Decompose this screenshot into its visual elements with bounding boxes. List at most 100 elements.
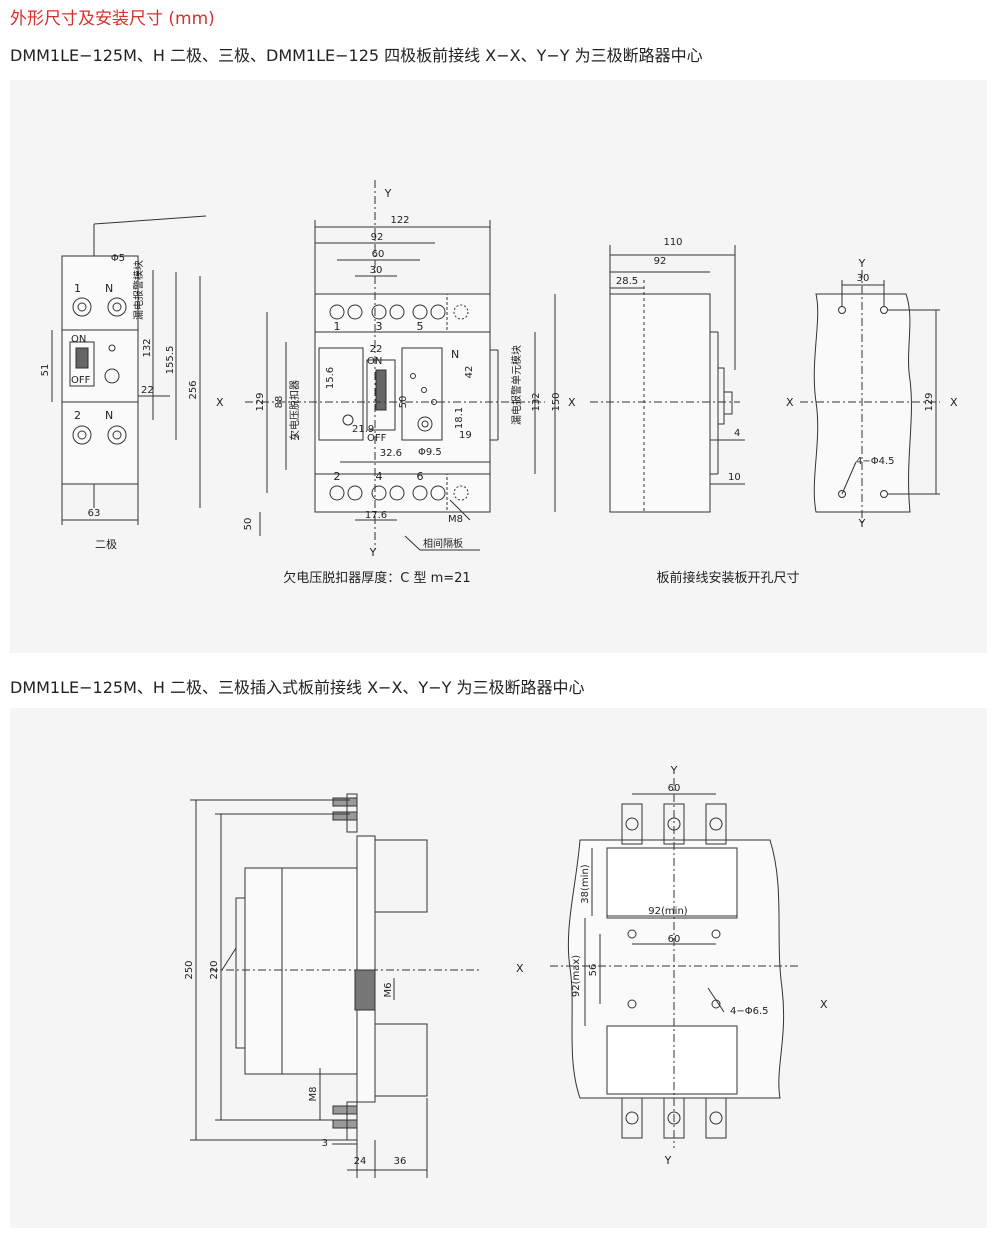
diagram-panel-2: 250 220 M6 M8 3 24 36 Y 60 38(min) 92(mi… — [10, 708, 987, 1228]
dim-56: 56 — [588, 964, 599, 977]
dim-22-front: 22 — [370, 344, 383, 355]
dim-10: 10 — [728, 472, 741, 483]
terminal-1: 1 — [334, 320, 341, 333]
dim-88: 88 — [274, 396, 285, 409]
dim-22: 22 — [141, 385, 154, 396]
diagram-panel-1: Φ5 1 N 2 N ON OFF 漏电报警模块 51 132 155.5 25… — [10, 80, 987, 653]
panel2-drawing: 250 220 M6 M8 3 24 36 Y 60 38(min) 92(mi… — [184, 764, 828, 1178]
front-view — [245, 180, 556, 551]
cutout-view — [800, 270, 940, 525]
dim-155-5: 155.5 — [165, 346, 176, 375]
leak-unit-label: 漏电报警单元模块 — [510, 345, 523, 425]
on-label: ON — [71, 334, 86, 345]
dim-36: 36 — [394, 1156, 407, 1167]
terminal-3: 3 — [376, 320, 383, 333]
dim-32-6: 32.6 — [380, 448, 402, 459]
dim-92-side: 92 — [654, 256, 667, 267]
dim-24: 24 — [354, 1156, 367, 1167]
plugin-cutout-view — [550, 778, 800, 1148]
dim-phi9-5: Φ9.5 — [418, 447, 442, 458]
dim-50-bottom: 50 — [243, 518, 254, 531]
barrier-label: 相间隔板 — [423, 537, 463, 550]
section2-caption: DMM1LE−125M、H 二极、三极插入式板前接线 X−X、Y−Y 为三极断路… — [10, 678, 585, 697]
plugin-X-right: X — [820, 998, 828, 1011]
dim-4-phi4-5: 4−Φ4.5 — [856, 456, 895, 467]
front-Y-bottom: Y — [369, 546, 377, 559]
dim-m: m — [290, 432, 300, 443]
dim-phi5: Φ5 — [111, 253, 125, 264]
dim-122: 122 — [390, 215, 409, 226]
terminal-2: 2 — [334, 470, 341, 483]
plugin-Y-top: Y — [670, 764, 678, 777]
side-X-label: X — [568, 396, 576, 409]
cutout-X-right: X — [950, 396, 958, 409]
front-N-label: N — [451, 348, 459, 361]
dim-3: 3 — [322, 1138, 328, 1149]
plugin-top-terminals — [621, 803, 727, 845]
dim-M6: M6 — [383, 983, 394, 998]
dim-38-min: 38(min) — [580, 864, 591, 903]
bottom-terminals — [329, 485, 469, 501]
section1-caption: DMM1LE−125M、H 二极、三极、DMM1LE−125 四极板前接线 X−… — [10, 46, 703, 65]
cutout-Y-top: Y — [858, 257, 866, 270]
dim-51: 51 — [40, 364, 51, 377]
top-terminals — [329, 304, 469, 320]
plugin-X-left: X — [516, 962, 524, 975]
terminal-6: 6 — [417, 470, 424, 483]
two-pole-caption: 二极 — [95, 537, 117, 551]
dim-30-cutout: 30 — [857, 273, 870, 284]
leak-module-label: 漏电报警模块 — [132, 260, 145, 320]
dim-132-front: 132 — [531, 392, 542, 411]
plugin-Y-bottom: Y — [664, 1154, 672, 1167]
page-title: 外形尺寸及安装尺寸 (mm) — [10, 9, 215, 29]
dim-60: 60 — [372, 249, 385, 260]
dim-132: 132 — [142, 338, 153, 357]
terminal-4: 4 — [376, 470, 383, 483]
panel1-drawing: Φ5 1 N 2 N ON OFF 漏电报警模块 51 132 155.5 25… — [40, 180, 958, 586]
terminal-N-top-label: N — [105, 282, 113, 295]
front-X-label: X — [216, 396, 224, 409]
two-pole-handle-window — [69, 341, 95, 387]
dim-19: 19 — [459, 430, 472, 441]
dim-250: 250 — [184, 960, 195, 979]
terminal-N-bot-label: N — [105, 409, 113, 422]
cutout-caption: 板前接线安装板开孔尺寸 — [656, 570, 799, 586]
dim-63: 63 — [88, 508, 101, 519]
front-Y-top: Y — [384, 187, 392, 200]
dim-M8-plugin: M8 — [308, 1087, 319, 1102]
side-view — [590, 245, 745, 513]
off-label: OFF — [71, 375, 91, 386]
dim-50-front: 50 — [398, 396, 409, 409]
cutout-Y-bottom: Y — [858, 517, 866, 530]
dim-18-1: 18.1 — [454, 407, 465, 429]
terminal-2-label: 2 — [74, 409, 81, 422]
plugin-bottom-terminals — [621, 1097, 727, 1139]
dim-110: 110 — [663, 237, 682, 248]
terminal-5: 5 — [417, 320, 424, 333]
plugin-side-view — [190, 793, 480, 1178]
front-off-label: OFF — [367, 433, 387, 444]
dim-92-max: 92(max) — [571, 955, 582, 997]
dim-30: 30 — [370, 265, 383, 276]
uv-release-label: 欠电压脱扣器 — [288, 380, 301, 440]
dim-28-5: 28.5 — [616, 276, 638, 287]
dim-129-cutout: 129 — [924, 392, 935, 411]
dim-256: 256 — [188, 380, 199, 399]
dim-220: 220 — [209, 960, 220, 979]
dim-4: 4 — [734, 428, 740, 439]
two-pole-view — [51, 215, 207, 525]
terminal-1-label: 1 — [74, 282, 81, 295]
dim-92: 92 — [371, 232, 384, 243]
dim-129: 129 — [255, 392, 266, 411]
front-view-caption: 欠电压脱扣器厚度：C 型 m=21 — [283, 570, 470, 586]
dim-92-min: 92(min) — [648, 906, 687, 917]
dim-4-phi6-5: 4−Φ6.5 — [730, 1006, 769, 1017]
dim-60-top: 60 — [668, 783, 681, 794]
cutout-X-left: X — [786, 396, 794, 409]
front-on-label: ON — [367, 356, 382, 367]
dim-21-9: 21.9 — [352, 424, 374, 435]
dim-17-6: 17.6 — [365, 510, 387, 521]
dim-60-mid: 60 — [668, 934, 681, 945]
dim-M8: M8 — [448, 514, 463, 525]
dim-150-front: 150 — [551, 392, 562, 411]
